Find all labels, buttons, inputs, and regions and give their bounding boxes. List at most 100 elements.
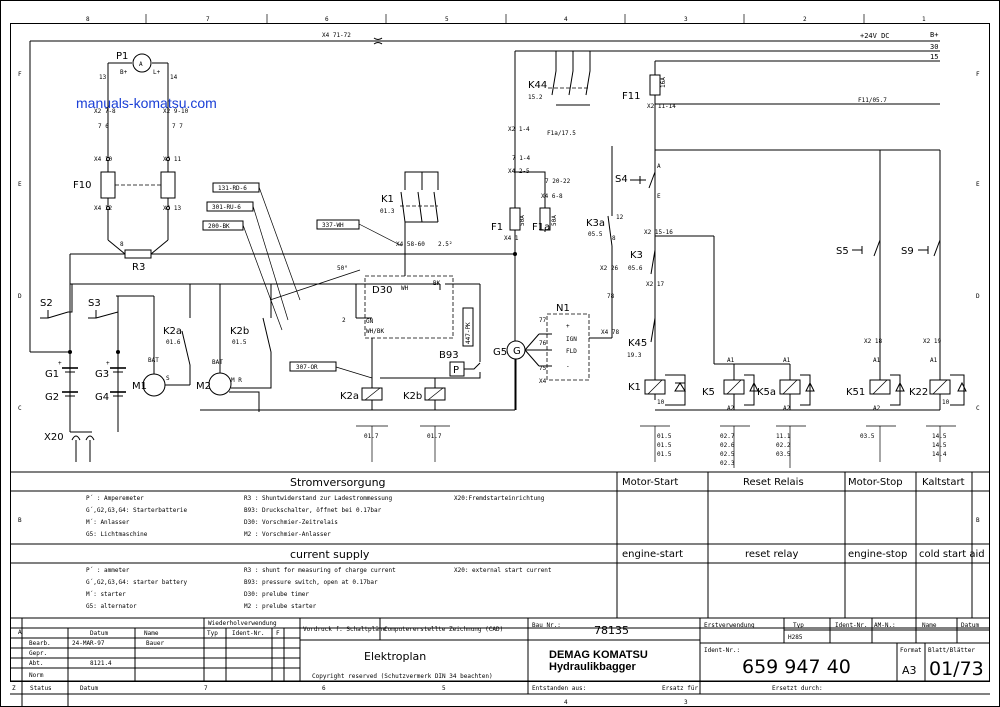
k1-top-label: K1	[381, 194, 394, 205]
n1-76: 76	[539, 340, 547, 347]
grid-col-3: 3	[684, 16, 688, 23]
n1-plus: +	[566, 323, 570, 330]
s4-e: E	[657, 193, 661, 200]
k5a-ref-1: 02.2	[776, 442, 791, 449]
tb-bau-nr: 78135	[594, 624, 629, 637]
x4-78-label: X4 78	[601, 329, 619, 336]
grid-row-c-right: C	[976, 405, 980, 412]
p1-bplus: B+	[120, 69, 128, 76]
cable-301: 301-RU-6	[212, 204, 241, 211]
f11-label: F11	[622, 91, 640, 102]
t77-label: 7 7	[172, 123, 183, 130]
k45-label: K45	[628, 338, 647, 349]
grid-row-b-right: B	[976, 517, 980, 524]
pressure-switch-b93: 447-PK B93 P 307-OR	[289, 307, 481, 379]
legend-de-c1-3: G5: Lichtmaschine	[86, 531, 148, 538]
battery-section: S2 S3 G1 G2 G3 G4 ++ X20	[30, 283, 440, 462]
k5-label: K5	[702, 387, 715, 398]
rail-24v-label: +24V DC	[860, 32, 890, 40]
tb-z: Z	[12, 685, 16, 692]
tb-abt-val: 8121.4	[90, 660, 112, 667]
legend-title-en: current supply	[290, 548, 370, 561]
k2a-top-ref: 01.6	[166, 339, 181, 346]
g5-label: G5	[493, 347, 507, 358]
k5a-ref-0: 11.1	[776, 433, 791, 440]
n1-ign: IGN	[566, 336, 577, 343]
legend-en-c2-0: R3 : shunt for measuring of charge curre…	[244, 567, 396, 574]
s4-a: A	[657, 163, 661, 170]
n1-x4: X4	[539, 378, 547, 385]
n1-77: 77	[539, 317, 547, 324]
x4-5860-label: X4 58-60	[396, 241, 425, 248]
d30-whbk: WH/BK	[366, 328, 384, 335]
k5a-label: K5a	[757, 387, 776, 398]
f11-ref: F11/05.7	[858, 97, 887, 104]
grid-row-a-left: A	[18, 629, 22, 636]
s5-label: S5	[836, 246, 849, 257]
legend-en-c2-1: B93: pressure switch, open at 0.17bar	[244, 579, 378, 586]
tb-copyright: Copyright reserved (Schutzvermerk DIN 34…	[312, 673, 493, 680]
tb-bottom-7: 7	[204, 685, 208, 692]
legend-de-c2-0: R3 : Shuntwiderstand zur Ladestrommessun…	[244, 495, 392, 502]
angle-label: 50°	[337, 265, 348, 272]
grid-row-d-right: D	[976, 293, 980, 300]
legend-de-c2-2: D30: Vorschmier-Zeitrelais	[244, 519, 338, 526]
d30-wh: WH	[401, 285, 409, 292]
supply-rails: +24V DC B+ 30 15 X4 71-72	[29, 31, 940, 352]
k2b-top-label: K2b	[230, 326, 249, 337]
coil-k1: K1 10 01.5 01.5 01.5	[628, 374, 940, 462]
tb-gepr: Gepr.	[29, 650, 47, 657]
f1a-rating: 50A	[551, 215, 558, 226]
legend-area: Stromversorgung current supply P´ : Ampe…	[10, 471, 990, 619]
k5a-ref-2: 03.5	[776, 451, 791, 458]
p1-lplus: L+	[153, 69, 161, 76]
k44-label: K44	[528, 80, 547, 91]
svg-text:G: G	[513, 346, 521, 357]
alternator-g5: G5 G	[493, 333, 540, 410]
cable-131: 131-RD-6	[218, 185, 247, 192]
grid-col-6: 6	[325, 16, 329, 23]
regulator-n1: N1 + IGN FLD - 77 76 75 X4 X4 78 78	[539, 293, 619, 385]
tb-ident-label: Ident-Nr.:	[704, 647, 740, 654]
s9-label: S9	[901, 246, 914, 257]
k2a-ref-0: 01.7	[364, 433, 379, 440]
func-en-1: reset relay	[745, 549, 798, 560]
x2-910-label: X2 9-10	[163, 108, 189, 115]
k51-ref-0: 03.5	[860, 433, 875, 440]
tb-ersetzt-durch: Ersetzt durch:	[772, 685, 823, 692]
x2-1516-label: X2 15-16	[644, 229, 673, 236]
legend-title-de: Stromversorgung	[290, 476, 386, 489]
coil-k5: K5 A1 A2 02.7 02.6 02.5 02.3	[702, 357, 790, 468]
legend-de-c2-1: B93: Druckschalter, öffnet bei 0.17bar	[244, 507, 382, 514]
k1-ref-2: 01.5	[657, 451, 672, 458]
x2-78-label: X2 7-8	[94, 108, 116, 115]
legend-de-c1-2: M´: Anlasser	[86, 519, 130, 526]
k22-label: K22	[909, 387, 928, 398]
d30-bk: BK	[433, 280, 441, 287]
tb-entstanden: Entstanden aus:	[532, 685, 586, 692]
shunt-r3: R3 8	[69, 239, 515, 432]
tb-name2: Name	[922, 622, 937, 629]
func-en-2: engine-stop	[848, 549, 907, 560]
s4-label: S4	[615, 174, 628, 185]
legend-de-c1-1: G´,G2,G3,G4: Starterbatterie	[86, 507, 188, 514]
x4-1-label: X4 1	[504, 235, 519, 242]
k22-a1: A1	[930, 357, 938, 364]
grid-col-4: 4	[564, 16, 568, 23]
g2-label: G2	[45, 392, 59, 403]
relay-coils-k2: K2a K2b 01.7 01.7	[200, 378, 515, 462]
ammeter-p1: P1 A B+ L+ 13 14 X2 7-8 X2 9-10 7 6 7 7 …	[73, 51, 189, 240]
tb-ident-h: Ident-Nr.	[232, 630, 265, 637]
x2-19-label: X2 19	[923, 338, 941, 345]
tb-ident: 659 947 40	[742, 656, 851, 678]
grid-row-f-left: F	[18, 71, 22, 78]
m1-label: M1	[132, 381, 147, 392]
tb-bottom-6: 6	[322, 685, 326, 692]
r3-label: R3	[132, 262, 145, 273]
tb-ersatz-fuer: Ersatz für:	[662, 685, 702, 692]
grid-col-1: 1	[922, 16, 926, 23]
x2-26-label: X2 26	[600, 265, 618, 272]
k5-ref-3: 02.3	[720, 460, 735, 467]
tb-name-h: Name	[144, 630, 159, 637]
k5-a1: A1	[727, 357, 735, 364]
